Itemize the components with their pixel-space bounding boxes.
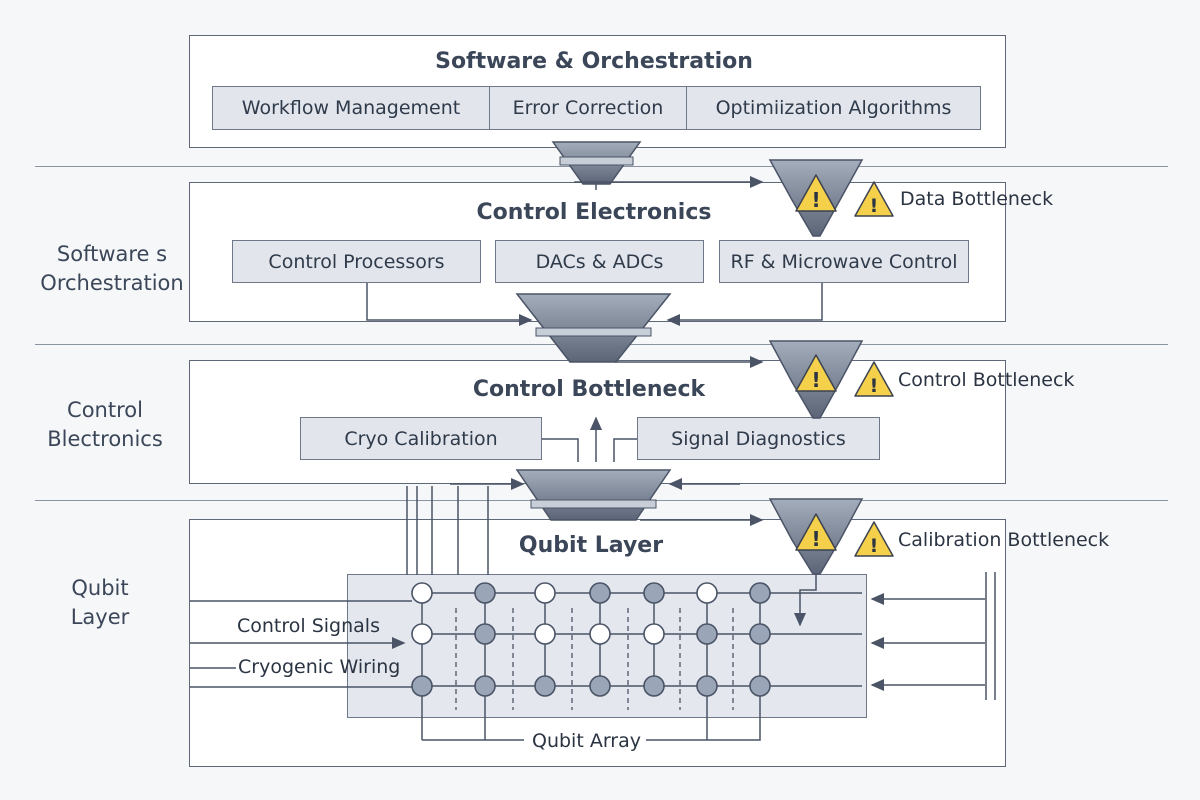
svg-text:!: ! bbox=[870, 375, 879, 397]
data-bottleneck-label: Data Bottleneck bbox=[900, 188, 1054, 210]
qubit-array-label: Qubit Array bbox=[532, 730, 641, 752]
svg-text:!: ! bbox=[811, 188, 820, 212]
software-orchestration-title: Software & Orchestration bbox=[435, 49, 753, 74]
rf-microwave-control-box: RF & Microwave Control bbox=[719, 240, 969, 283]
funnel-icon bbox=[551, 141, 642, 185]
cryo-calibration-box: Cryo Calibration bbox=[300, 417, 542, 460]
svg-text:!: ! bbox=[870, 195, 879, 217]
control-processors-box: Control Processors bbox=[232, 240, 481, 283]
funnel-icon bbox=[515, 469, 672, 521]
control-electronics-title: Control Electronics bbox=[476, 200, 712, 225]
side-label-software: Software s Orchestration bbox=[40, 242, 184, 295]
warning-icon: ! bbox=[795, 174, 837, 212]
qubit-nodes bbox=[411, 582, 771, 697]
side-label-control: Control Blectronics bbox=[47, 398, 163, 451]
svg-text:!: ! bbox=[811, 527, 820, 551]
control-bottleneck-label: Control Bottleneck bbox=[898, 369, 1075, 391]
calibration-bottleneck-label: Calibration Bottleneck bbox=[898, 529, 1110, 551]
error-correction-box: Error Correction bbox=[489, 86, 687, 130]
funnel-icon bbox=[515, 293, 672, 363]
signal-diagnostics-box: Signal Diagnostics bbox=[637, 417, 880, 460]
optimization-algorithms-box: Optimiization Algorithms bbox=[686, 86, 981, 130]
control-bottleneck-title: Control Bottleneck bbox=[472, 377, 706, 402]
svg-text:!: ! bbox=[811, 368, 820, 392]
qubit-layer-title: Qubit Layer bbox=[518, 533, 664, 558]
side-label-qubit: Qubit Layer bbox=[70, 576, 130, 629]
warning-icon: ! bbox=[795, 513, 837, 551]
warning-icon: ! bbox=[795, 354, 837, 392]
svg-text:!: ! bbox=[870, 535, 879, 557]
warning-icon: ! bbox=[854, 521, 894, 557]
warning-icon: ! bbox=[854, 181, 894, 217]
control-signals-label: Control Signals bbox=[237, 615, 380, 637]
workflow-management-box: Workflow Management bbox=[212, 86, 490, 130]
warning-icon: ! bbox=[854, 361, 894, 397]
cryogenic-wiring-label: Cryogenic Wiring bbox=[238, 656, 401, 678]
dacs-adcs-box: DACs & ADCs bbox=[495, 240, 704, 283]
